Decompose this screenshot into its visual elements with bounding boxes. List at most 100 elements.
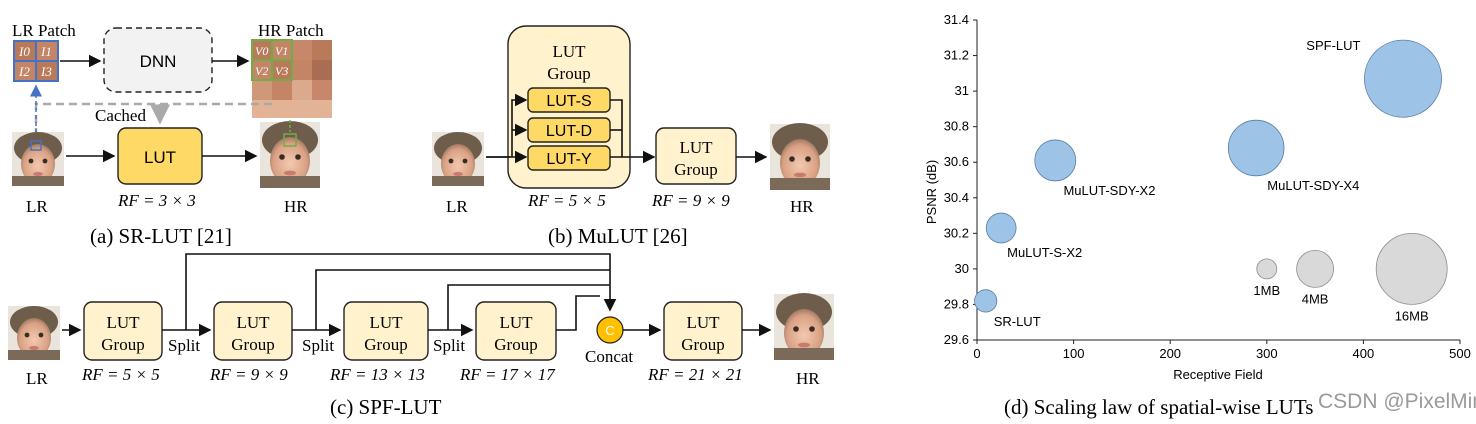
y-tick-label: 30.6 <box>944 154 969 169</box>
chart-point-bubble <box>974 289 998 313</box>
y-tick-label: 29.8 <box>944 296 969 311</box>
rf-label-a: RF = 3 × 3 <box>117 191 196 210</box>
watermark: CSDN @PixelMind <box>1318 390 1476 413</box>
lr-image-c <box>8 306 60 360</box>
lut-label: LUT <box>144 148 176 167</box>
size-legend-label: 4MB <box>1302 291 1329 306</box>
lr-label-b: LR <box>446 197 468 216</box>
panel-a: LR Patch I0 I1 I2 I3 DNN HR Patch <box>12 21 332 248</box>
chart-point-bubble <box>1227 119 1285 177</box>
group-c4 <box>475 301 557 361</box>
lr-cell-2: I2 <box>18 64 30 79</box>
lut-s-label: LUT-S <box>546 93 591 110</box>
chart-point-label: SR-LUT <box>994 314 1041 329</box>
hr-patch-label: HR Patch <box>258 21 324 40</box>
chart-point-bubble <box>1034 139 1077 182</box>
group-c5-line1: LUT <box>686 313 720 332</box>
y-tick-label: 31 <box>955 83 969 98</box>
rf-c3: RF = 13 × 13 <box>329 365 425 384</box>
group-label-1: LUT <box>552 42 586 61</box>
size-legend-bubble <box>1375 232 1448 305</box>
size-legend: 1MB 4MB 16MB <box>1253 232 1448 323</box>
group-c2 <box>213 301 293 361</box>
panel-b: LUT Group LUT-S LUT-D LUT-Y LUT Group RF… <box>432 25 830 248</box>
x-tick-label: 500 <box>1449 346 1471 361</box>
rf-c4: RF = 17 × 17 <box>459 365 556 384</box>
hr-patch-grid: V0 V1 V2 V3 <box>251 39 332 118</box>
lut-d-label: LUT-D <box>546 123 592 140</box>
hr-cell-1: V1 <box>275 44 288 58</box>
hr-cell-0: V0 <box>255 44 268 58</box>
y-axis-label: PSNR (dB) <box>924 160 939 224</box>
y-tick-label: 31.4 <box>944 12 969 27</box>
x-tick-label: 100 <box>1063 346 1085 361</box>
lr-image-b <box>432 132 484 186</box>
hr-cell-3: V3 <box>275 64 288 78</box>
hr-label-c: HR <box>796 369 820 388</box>
x-tick-label: 300 <box>1256 346 1278 361</box>
group-c3-line1: LUT <box>369 313 403 332</box>
caption-a: (a) SR-LUT [21] <box>90 224 232 248</box>
chart-point-bubble <box>985 212 1017 244</box>
lr-label-a: LR <box>26 197 48 216</box>
x-tick-label: 0 <box>973 346 980 361</box>
size-legend-label: 1MB <box>1253 283 1280 298</box>
group-c4-line2: Group <box>494 335 537 354</box>
group-c3 <box>343 301 429 361</box>
lr-label-c: LR <box>26 369 48 388</box>
split-label-3: Split <box>433 336 465 355</box>
group-c4-line1: LUT <box>499 313 533 332</box>
lr-cell-3: I3 <box>40 64 52 79</box>
chart-point-label: MuLUT-SDY-X4 <box>1267 178 1359 193</box>
group-c5 <box>663 301 743 361</box>
group-c1-line2: Group <box>101 335 144 354</box>
hr-image-b <box>770 123 830 190</box>
lut-group-b2 <box>655 127 737 185</box>
dnn-label: DNN <box>140 52 177 71</box>
concat-symbol: C <box>605 323 614 338</box>
group-c2-line1: LUT <box>236 313 270 332</box>
lr-cell-1: I1 <box>40 44 52 59</box>
x-tick-label: 400 <box>1353 346 1375 361</box>
chart-point-label: SPF-LUT <box>1306 38 1360 53</box>
hr-image-c <box>774 293 834 360</box>
chart-point-label: MuLUT-S-X2 <box>1007 245 1082 260</box>
y-tick-label: 30 <box>955 261 969 276</box>
rf-group2-b: RF = 9 × 9 <box>651 191 730 210</box>
group2-line2: Group <box>674 160 717 179</box>
y-tick-label: 30.4 <box>944 190 969 205</box>
caption-b: (b) MuLUT [26] <box>548 224 688 248</box>
lr-cell-0: I0 <box>18 44 30 59</box>
rf-c1: RF = 5 × 5 <box>81 365 160 384</box>
rf-big-b: RF = 5 × 5 <box>527 191 606 210</box>
group-c1 <box>83 301 163 361</box>
split-label-1: Split <box>168 336 200 355</box>
lr-image <box>12 132 64 186</box>
x-axis-label: Receptive Field <box>1173 367 1263 382</box>
dnn-box <box>103 27 213 93</box>
group-c5-line2: Group <box>681 335 724 354</box>
panel-c: LUT Group Split LUT Group Split LUT Grou… <box>8 253 834 419</box>
rf-c2: RF = 9 × 9 <box>209 365 288 384</box>
group2-line1: LUT <box>679 138 713 157</box>
x-tick-label: 200 <box>1159 346 1181 361</box>
group-c1-line1: LUT <box>106 313 140 332</box>
concat-label: Concat <box>585 347 633 366</box>
y-tick-label: 30.8 <box>944 119 969 134</box>
group-c3-line2: Group <box>364 335 407 354</box>
group-c2-line2: Group <box>231 335 274 354</box>
hr-cell-2: V2 <box>255 64 268 78</box>
cached-label: Cached <box>95 106 146 125</box>
y-tick-label: 29.6 <box>944 332 969 347</box>
hr-label-b: HR <box>790 197 814 216</box>
size-legend-label: 16MB <box>1395 308 1429 323</box>
lr-patch-grid: I0 I1 I2 I3 <box>13 40 59 82</box>
size-legend-bubble <box>1256 258 1278 280</box>
lr-patch-label: LR Patch <box>12 21 76 40</box>
group-label-2: Group <box>547 64 590 83</box>
lut-y-box <box>527 145 611 171</box>
